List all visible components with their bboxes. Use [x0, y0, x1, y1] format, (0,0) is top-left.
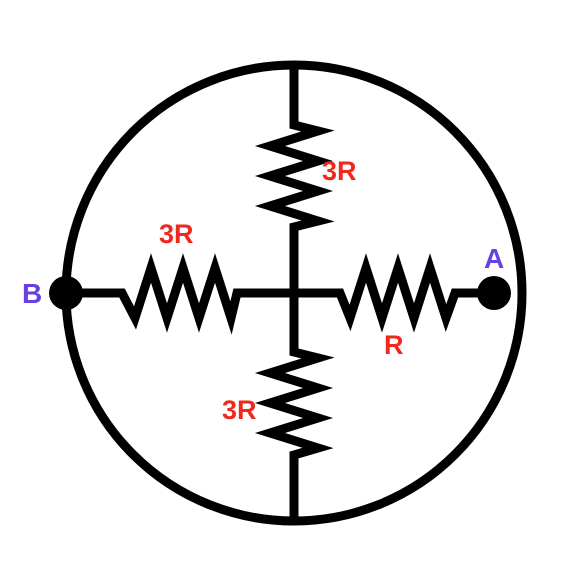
resistor-top-label: 3R — [322, 156, 357, 186]
node-a-dot — [477, 276, 511, 310]
bottom-wire — [254, 293, 335, 521]
left-wire — [66, 253, 294, 335]
node-b-label: B — [22, 278, 42, 309]
resistor-bottom-label: 3R — [222, 395, 257, 425]
top-wire — [254, 65, 335, 293]
resistor-left-label: 3R — [159, 219, 194, 249]
resistor-right-label: R — [384, 330, 404, 360]
node-a-label: A — [484, 243, 504, 274]
node-b-dot — [49, 276, 83, 310]
right-wire — [294, 253, 494, 333]
